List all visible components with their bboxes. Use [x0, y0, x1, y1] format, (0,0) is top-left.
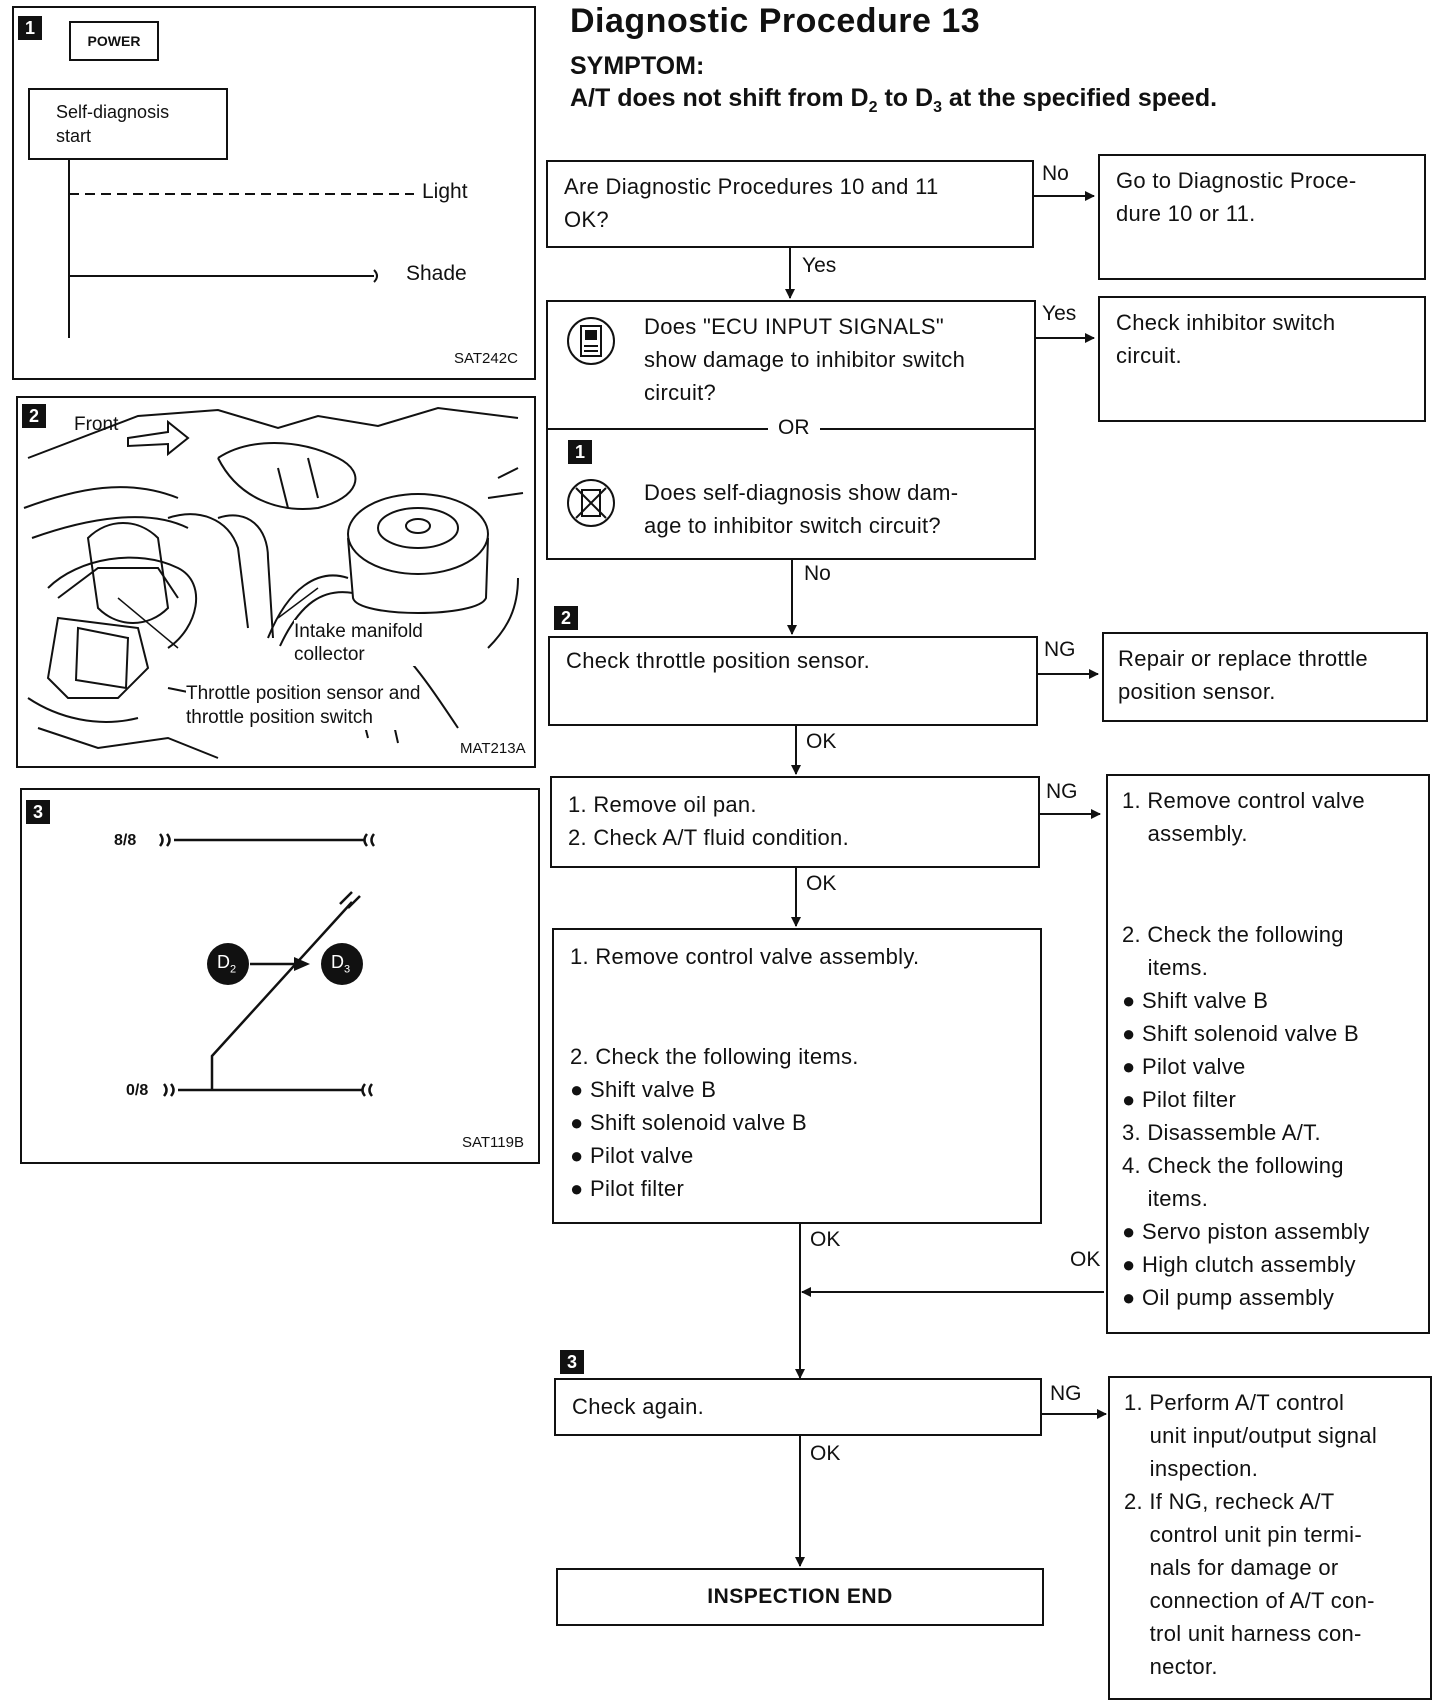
- symptom-sub-3: 3: [933, 99, 942, 116]
- symptom-text-b: to D: [877, 84, 934, 112]
- front-label: Front: [74, 414, 119, 435]
- intake-manifold-label: Intake manifold collector: [294, 620, 423, 666]
- figure-2-panel: 2 Front Intake manifold collector Thrott…: [16, 396, 536, 768]
- control-valve-ng-steps: 2. Check the following items. ● Shift va…: [1122, 922, 1370, 1310]
- figure-1-number: 1: [18, 16, 42, 40]
- q2b-text: Does self-diagnosis show dam- age to inh…: [644, 480, 959, 538]
- q3-ok-label: OK: [806, 730, 837, 753]
- symptom-text-a: A/T does not shift from D: [570, 84, 869, 112]
- power-box: POWER: [69, 21, 159, 61]
- q2-yes-label: Yes: [1042, 302, 1077, 325]
- check-inhibitor-box: Check inhibitor switch circuit.: [1098, 296, 1426, 422]
- power-label: POWER: [87, 33, 141, 49]
- control-valve-ng-step1: 1. Remove control valve assembly.: [1122, 788, 1365, 846]
- d3-subscript: 3: [344, 963, 351, 976]
- shift-diagram: [158, 833, 376, 1097]
- q6-ok-label: OK: [810, 1442, 841, 1465]
- step-2-number: 2: [554, 606, 578, 630]
- check-again-text: Check again.: [572, 1394, 705, 1419]
- q4-ok-label: OK: [806, 872, 837, 895]
- q5-step1: 1. Remove control valve assembly.: [570, 944, 920, 969]
- q5-ok-label: OK: [810, 1228, 841, 1251]
- perform-inspection-box: 1. Perform A/T control unit input/output…: [1108, 1376, 1432, 1700]
- symptom-text: A/T does not shift from D2 to D3 at the …: [570, 84, 1217, 117]
- top-level-label: 8/8: [114, 832, 137, 849]
- or-label: OR: [768, 416, 820, 440]
- q1-yes-label: Yes: [802, 254, 837, 277]
- ecu-monitor-icon-graphic: [567, 317, 615, 365]
- q5-steps: 2. Check the following items. ● Shift va…: [570, 1044, 859, 1201]
- q1-text: Are Diagnostic Procedures 10 and 11 OK?: [564, 174, 939, 232]
- q2a-text: Does "ECU INPUT SIGNALS" show damage to …: [644, 314, 966, 405]
- inspection-end-text: INSPECTION END: [707, 1585, 893, 1608]
- figure-1-panel: 1 POWER Self-diagnosis start Light Shade…: [12, 6, 536, 380]
- q2-box: Does "ECU INPUT SIGNALS" show damage to …: [546, 300, 1036, 560]
- d2-subscript: 2: [230, 963, 237, 976]
- d2-letter: D: [217, 952, 230, 972]
- engine-illustration: [23, 406, 524, 759]
- q4-box: 1. Remove oil pan. 2. Check A/T fluid co…: [550, 776, 1040, 868]
- figure-1-code: SAT242C: [454, 350, 518, 367]
- valve-ng-ok-label: OK: [1070, 1248, 1101, 1271]
- d3-node: D3: [331, 952, 350, 976]
- q1-no-label: No: [1042, 162, 1069, 185]
- self-diagnosis-icon: [566, 478, 616, 528]
- q2-no-label: No: [804, 562, 831, 585]
- self-diagnosis-icon-graphic: [567, 479, 615, 527]
- q4-ng-label: NG: [1046, 780, 1078, 803]
- figure-3-number: 3: [26, 800, 50, 824]
- repair-throttle-text: Repair or replace throttle position sens…: [1118, 646, 1368, 704]
- page-title: Diagnostic Procedure 13: [570, 2, 981, 40]
- q5-box: 1. Remove control valve assembly. 2. Che…: [552, 928, 1042, 1224]
- inspection-end-box: INSPECTION END: [556, 1568, 1044, 1626]
- throttle-sensor-label: Throttle position sensor and throttle po…: [186, 682, 421, 730]
- d2-node: D2: [217, 952, 236, 976]
- figure-2-code: MAT213A: [460, 740, 526, 757]
- q4-text: 1. Remove oil pan. 2. Check A/T fluid co…: [568, 792, 850, 850]
- q3-text: Check throttle position sensor.: [566, 648, 871, 673]
- shade-label: Shade: [406, 262, 467, 285]
- ecu-monitor-icon: [566, 316, 616, 366]
- control-valve-ng-box: 1. Remove control valve assembly. 2. Che…: [1106, 774, 1430, 1334]
- self-diagnosis-start-label: Self-diagnosis start: [56, 102, 170, 146]
- check-inhibitor-text: Check inhibitor switch circuit.: [1116, 310, 1336, 368]
- d3-letter: D: [331, 952, 344, 972]
- light-label: Light: [422, 180, 468, 203]
- check-again-box: Check again.: [554, 1378, 1042, 1436]
- repair-throttle-box: Repair or replace throttle position sens…: [1102, 632, 1428, 722]
- symptom-label: SYMPTOM:: [570, 52, 705, 80]
- figure-3-code: SAT119B: [462, 1134, 524, 1151]
- self-diagnosis-start-box: Self-diagnosis start: [28, 88, 228, 160]
- q6-ng-label: NG: [1050, 1382, 1082, 1405]
- figure-2-number: 2: [22, 404, 46, 428]
- q2-step-number: 1: [568, 440, 592, 464]
- symptom-text-c: at the specified speed.: [941, 84, 1218, 112]
- go-to-procedure-text: Go to Diagnostic Proce- dure 10 or 11.: [1116, 168, 1357, 226]
- go-to-procedure-box: Go to Diagnostic Proce- dure 10 or 11.: [1098, 154, 1426, 280]
- q3-ng-label: NG: [1044, 638, 1076, 661]
- symptom-sub-2: 2: [868, 99, 878, 116]
- q3-box: Check throttle position sensor.: [548, 636, 1038, 726]
- q1-box: Are Diagnostic Procedures 10 and 11 OK?: [546, 160, 1034, 248]
- figure-3-panel: 3 8/8 0/8 D2 D3 SAT119B: [20, 788, 540, 1164]
- perform-inspection-text: 1. Perform A/T control unit input/output…: [1124, 1390, 1378, 1679]
- step-3-number: 3: [560, 1350, 584, 1374]
- figure-1-signal-lines: [68, 160, 414, 338]
- bottom-level-label: 0/8: [126, 1082, 149, 1099]
